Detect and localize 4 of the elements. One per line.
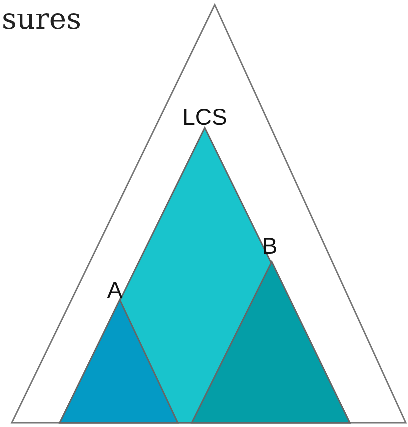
node-label: LCS bbox=[182, 106, 228, 128]
node-label: A bbox=[107, 278, 123, 302]
node-label: B bbox=[262, 234, 278, 258]
heading: sures bbox=[2, 2, 82, 37]
